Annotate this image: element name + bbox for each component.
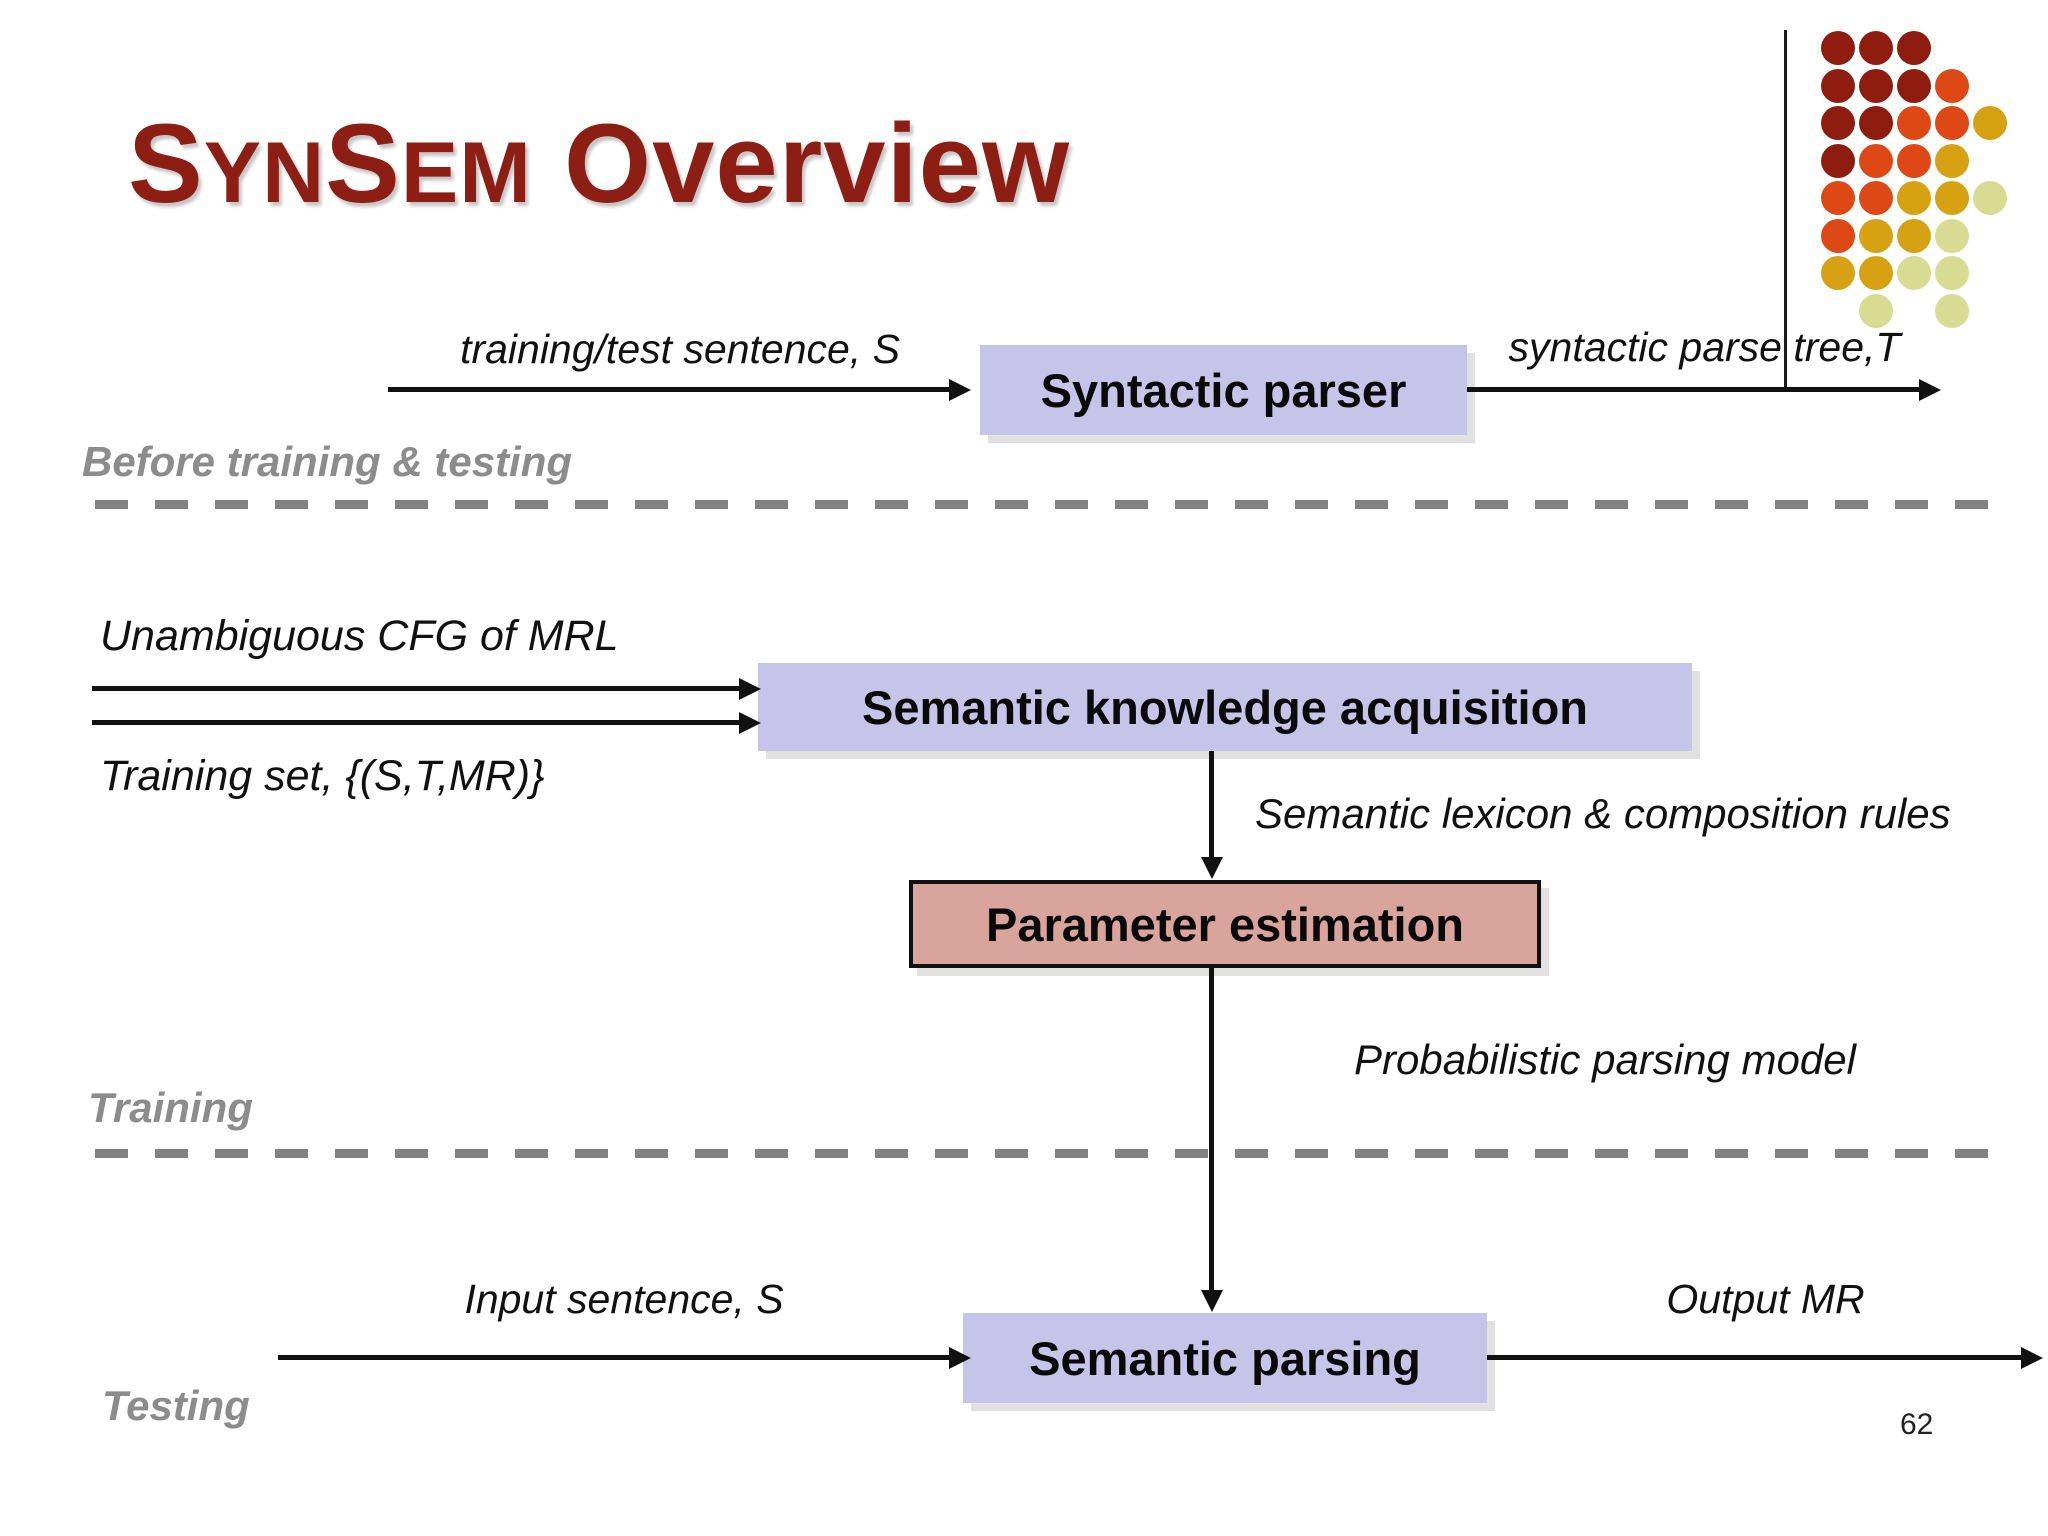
decoration-dot (1821, 31, 1855, 65)
decoration-dot (1859, 68, 1893, 103)
decoration-dot (1935, 106, 1969, 140)
page-number: 62 (1900, 1408, 1934, 1441)
title-segment: S (128, 101, 204, 226)
arrow-semantic-parsing-to-output-mr (1487, 1346, 2043, 1369)
edge-label-semantic-lexicon: Semantic lexicon & composition rules (1255, 790, 1951, 837)
arrow-cfg-to-acquisition (92, 677, 761, 700)
decoration-dot (1935, 293, 1969, 328)
arrow-parameter-estimation-to-semantic-parsing (1200, 968, 1223, 1312)
edge-label-unambiguous-cfg: Unambiguous CFG of MRL (100, 612, 619, 660)
node-parameter-estimation: Parameter estimation (909, 880, 1541, 968)
decoration-dot (1897, 68, 1931, 103)
phase-label-before-training-testing: Before training & testing (82, 438, 573, 485)
title-segment: Overview (531, 101, 1071, 226)
section-divider-before (95, 500, 2015, 509)
decoration-dot (1897, 143, 1931, 178)
node-semantic-parsing: Semantic parsing (963, 1313, 1487, 1403)
decoration-dot (1821, 218, 1855, 253)
arrow-training-set-to-acquisition (92, 711, 761, 734)
decoration-dot (1897, 256, 1931, 290)
phase-label-testing: Testing (102, 1382, 250, 1429)
edge-label-training-set: Training set, {(S,T,MR)} (100, 752, 545, 800)
page-title: SYNSEM Overview (128, 108, 1070, 220)
phase-label-training: Training (88, 1084, 253, 1131)
decoration-dot (1821, 143, 1855, 178)
decoration-dot (1859, 106, 1893, 140)
decoration-dot (1821, 256, 1855, 290)
decoration-dot (1821, 181, 1855, 215)
decoration-dot (1935, 143, 1969, 178)
decoration-dot (1859, 218, 1893, 253)
edge-label-probabilistic-model: Probabilistic parsing model (1354, 1036, 1856, 1083)
arrow-input-sentence-to-semantic-parsing (278, 1346, 971, 1369)
edge-label-training-test-sentence: training/test sentence, S (460, 326, 900, 372)
decoration-dot (1859, 293, 1893, 328)
decoration-dot (1821, 106, 1855, 140)
decoration-vertical-line (1784, 30, 1787, 388)
decoration-dot (1897, 218, 1931, 253)
arrow-syntactic-parser-to-parse-tree (1467, 378, 1941, 401)
section-divider-training (95, 1149, 2015, 1158)
decoration-dot (1973, 106, 2007, 140)
decoration-dot (1973, 181, 2007, 215)
decoration-dot (1821, 68, 1855, 103)
decoration-dot (1859, 31, 1893, 65)
decoration-dot (1897, 181, 1931, 215)
title-segment: S (325, 101, 401, 226)
decoration-dot (1897, 31, 1931, 65)
title-segment: YN (203, 125, 326, 221)
arrow-training-sentence-to-syntactic-parser (388, 378, 971, 401)
decoration-dot (1897, 106, 1931, 140)
decoration-dot (1859, 143, 1893, 178)
decoration-dot (1859, 256, 1893, 290)
decoration-dot (1935, 256, 1969, 290)
arrow-acquisition-to-parameter-estimation (1200, 751, 1223, 879)
node-semantic-knowledge-acquisition: Semantic knowledge acquisition (758, 663, 1692, 751)
edge-label-input-sentence: Input sentence, S (464, 1276, 784, 1322)
node-syntactic-parser: Syntactic parser (980, 345, 1467, 435)
title-segment: EM (400, 125, 532, 221)
decoration-dot (1935, 181, 1969, 215)
decoration-dot (1935, 218, 1969, 253)
decoration-dot (1859, 181, 1893, 215)
decoration-dot (1935, 68, 1969, 103)
edge-label-syntactic-parse-tree: syntactic parse tree,T (1508, 324, 1901, 370)
edge-label-output-mr: Output MR (1666, 1276, 1865, 1322)
